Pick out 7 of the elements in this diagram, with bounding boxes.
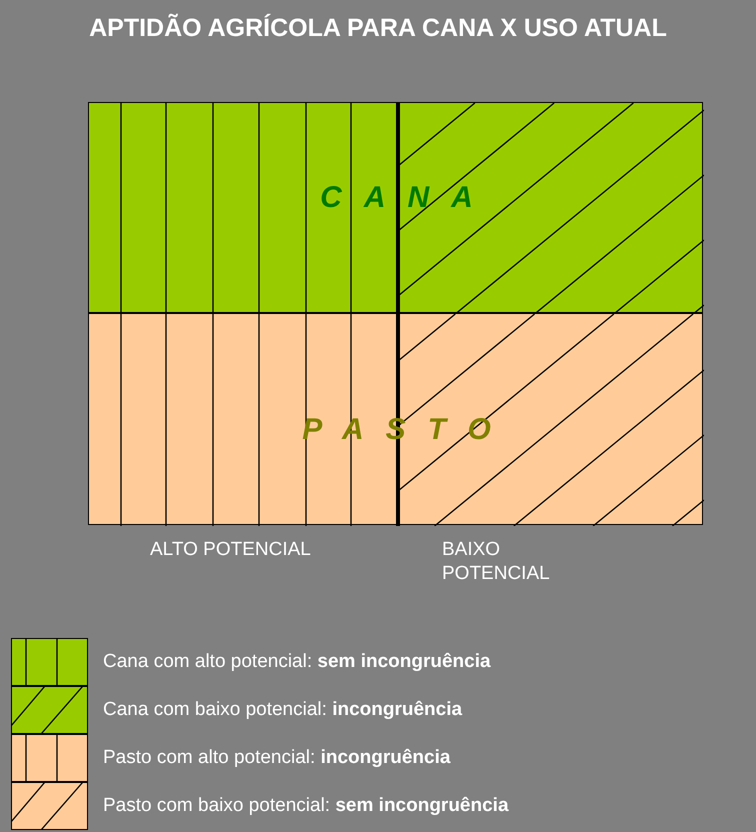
axis-label: BAIXO POTENCIAL xyxy=(442,538,551,586)
legend-text: Pasto com alto potencial: incongruência xyxy=(103,746,450,770)
legend-text: Cana com alto potencial: sem incongruência xyxy=(103,650,491,674)
title: APTIDÃO AGRÍCOLA PARA CANA X USO ATUAL xyxy=(88,14,668,43)
legend-text: Pasto com baixo potencial: sem incongruência xyxy=(103,794,509,818)
legend-text: Cana com baixo potencial: incongruência xyxy=(103,698,462,722)
axis-label: ALTO POTENCIAL xyxy=(150,538,312,562)
